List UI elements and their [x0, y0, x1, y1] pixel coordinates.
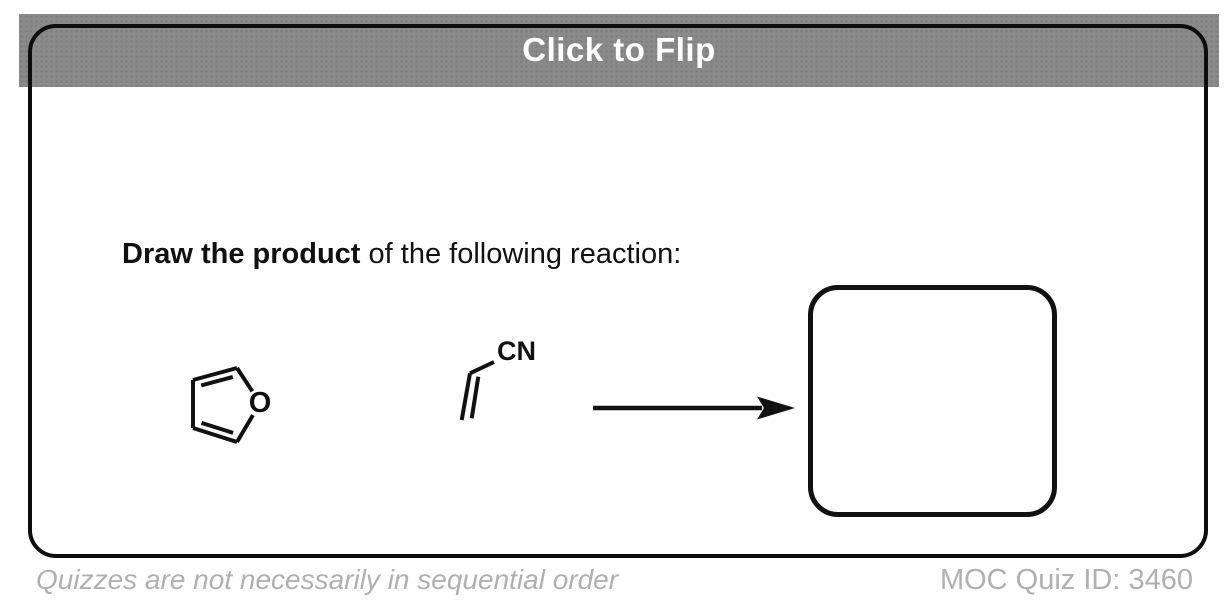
sequential-order-note: Quizzes are not necessarily in sequentia…	[36, 564, 619, 595]
click-to-flip-label: Click to Flip	[522, 30, 716, 68]
question-prompt-rest: of the following reaction:	[360, 238, 682, 270]
acrylonitrile-structure: CN	[459, 336, 536, 421]
flashcard[interactable]	[28, 24, 1208, 558]
question-prompt: Draw the product of the following reacti…	[122, 238, 681, 271]
question-prompt-bold: Draw the product	[122, 238, 361, 270]
furan-oxygen-label: O	[249, 387, 272, 419]
quiz-id-label: MOC Quiz ID: 3460	[939, 564, 1193, 596]
nitrile-group-label: CN	[497, 336, 536, 366]
reaction-arrow-icon	[593, 396, 795, 420]
product-answer-box	[808, 285, 1057, 517]
furan-structure: O	[191, 366, 272, 444]
